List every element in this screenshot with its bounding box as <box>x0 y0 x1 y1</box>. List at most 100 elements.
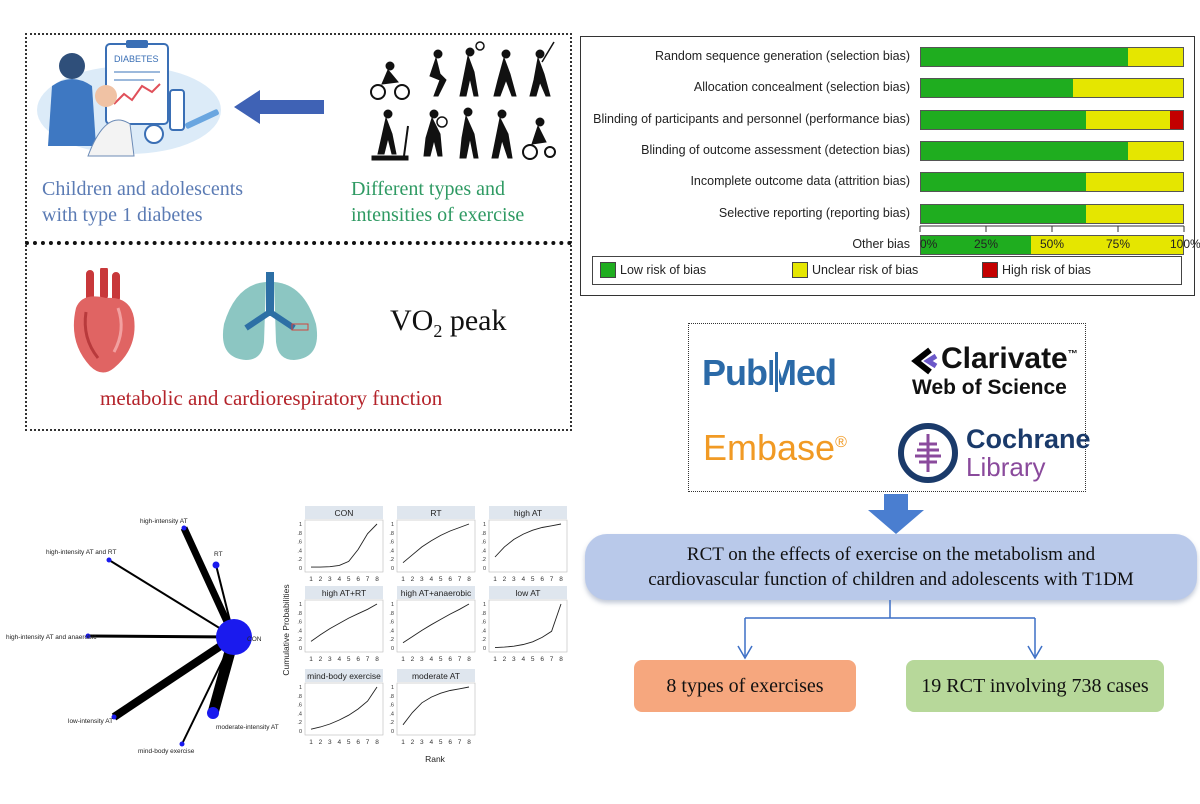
series-line <box>494 603 562 649</box>
x-tick-label: 3 <box>420 739 424 746</box>
x-tick-label: 5 <box>439 739 443 746</box>
rob-axis-tick-label: 25% <box>974 237 998 251</box>
y-tick-label: .8 <box>481 611 486 617</box>
y-tick-label: .8 <box>481 531 486 537</box>
x-tick-label: 2 <box>411 656 415 663</box>
y-tick-label: .2 <box>389 720 394 726</box>
panel-frame <box>304 682 384 736</box>
parent-child-illustration: DIABETES <box>37 40 221 157</box>
panel-title-bg <box>489 506 567 519</box>
x-tick-label: 3 <box>420 576 424 583</box>
y-tick-label: .6 <box>389 540 394 546</box>
x-tick-label: 1 <box>493 656 497 663</box>
network-edge <box>181 636 235 745</box>
x-tick-label: 8 <box>559 576 563 583</box>
y-tick-label: .6 <box>481 620 486 626</box>
y-tick-label: .8 <box>297 531 302 537</box>
rob-bar <box>920 172 1184 193</box>
clarivate-wordmark: Clarivate™ <box>941 342 1078 375</box>
x-tick-label: 6 <box>356 656 360 663</box>
panel-title: low AT <box>516 588 541 598</box>
rob-segment-low <box>921 141 1128 160</box>
y-axis-label: Cumulative Probabilities <box>281 584 291 675</box>
x-tick-label: 3 <box>328 656 332 663</box>
rob-segment-unclear <box>1127 48 1183 66</box>
rob-bar <box>920 234 1184 255</box>
rob-segment-low <box>921 48 1128 66</box>
y-tick-label: .4 <box>389 548 394 554</box>
y-tick-label: .2 <box>389 637 394 643</box>
arrow-down-icon <box>868 494 924 534</box>
network-node <box>85 633 91 639</box>
x-tick-label: 1 <box>401 576 405 583</box>
x-tick-label: 5 <box>531 656 535 663</box>
y-tick-label: .2 <box>297 720 302 726</box>
rob-bar <box>920 47 1184 67</box>
y-tick-label: .2 <box>481 557 486 563</box>
panel-title: CON <box>335 508 354 518</box>
risk-of-bias-axis: 0%25%50%75%100% <box>919 225 1200 251</box>
series-line <box>402 523 470 564</box>
rob-segment-low <box>921 204 1087 223</box>
x-tick-label: 8 <box>559 656 563 663</box>
y-tick-label: 0 <box>299 729 302 735</box>
y-tick-label: .2 <box>389 557 394 563</box>
rob-row-label: Random sequence generation (selection bi… <box>654 49 910 63</box>
x-tick-label: 7 <box>366 576 370 583</box>
rob-bar <box>920 109 1184 130</box>
heart-icon <box>73 268 135 373</box>
network-node <box>106 557 112 563</box>
network-node <box>111 714 117 720</box>
x-tick-label: 6 <box>540 656 544 663</box>
series-line <box>402 603 470 644</box>
legend-label-unclear: Unclear risk of bias <box>812 263 919 277</box>
series-line <box>310 686 378 730</box>
rob-segment-unclear <box>1086 204 1183 223</box>
rob-segment-low <box>921 79 1073 98</box>
x-tick-label: 2 <box>319 739 323 746</box>
x-tick-label: 2 <box>319 656 323 663</box>
panel-title-bg <box>305 586 383 599</box>
rob-segment-low <box>921 235 1032 254</box>
rob-axis-tick-label: 50% <box>1040 237 1064 251</box>
network-node-label: RT <box>214 551 223 558</box>
y-tick-label: 0 <box>391 566 394 572</box>
panel-title: RT <box>430 508 441 518</box>
x-tick-label: 5 <box>347 739 351 746</box>
panel-title-bg <box>489 586 567 599</box>
x-tick-label: 4 <box>429 739 433 746</box>
series-line <box>402 686 470 726</box>
panel-title-bg <box>397 506 475 519</box>
y-tick-label: .8 <box>389 531 394 537</box>
x-tick-label: 4 <box>429 576 433 583</box>
rob-segment-high <box>1169 110 1183 129</box>
network-edge <box>87 634 235 639</box>
x-tick-label: 7 <box>550 656 554 663</box>
network-node <box>179 741 185 747</box>
x-tick-label: 1 <box>309 739 313 746</box>
panel-frame <box>488 599 568 653</box>
arrow-left-icon <box>234 90 324 124</box>
network-edge <box>180 526 238 639</box>
y-tick-label: 0 <box>391 646 394 652</box>
x-tick-label: 6 <box>356 576 360 583</box>
y-tick-label: .6 <box>297 540 302 546</box>
x-tick-label: 2 <box>411 576 415 583</box>
network-node <box>216 619 252 655</box>
exercise-label: Different types and intensities of exerc… <box>351 178 525 226</box>
y-tick-label: .4 <box>481 548 486 554</box>
cochrane-mark-icon <box>898 423 958 483</box>
x-tick-label: 1 <box>309 576 313 583</box>
y-tick-label: .8 <box>389 611 394 617</box>
rob-bar <box>920 140 1184 161</box>
panel-title: high AT <box>514 508 542 518</box>
x-tick-label: 5 <box>347 576 351 583</box>
y-tick-label: .2 <box>297 637 302 643</box>
x-tick-label: 4 <box>521 656 525 663</box>
y-tick-label: .8 <box>297 611 302 617</box>
x-tick-label: 4 <box>337 576 341 583</box>
y-tick-label: 0 <box>483 646 486 652</box>
y-tick-label: 1 <box>391 685 394 691</box>
x-tick-label: 3 <box>512 576 516 583</box>
